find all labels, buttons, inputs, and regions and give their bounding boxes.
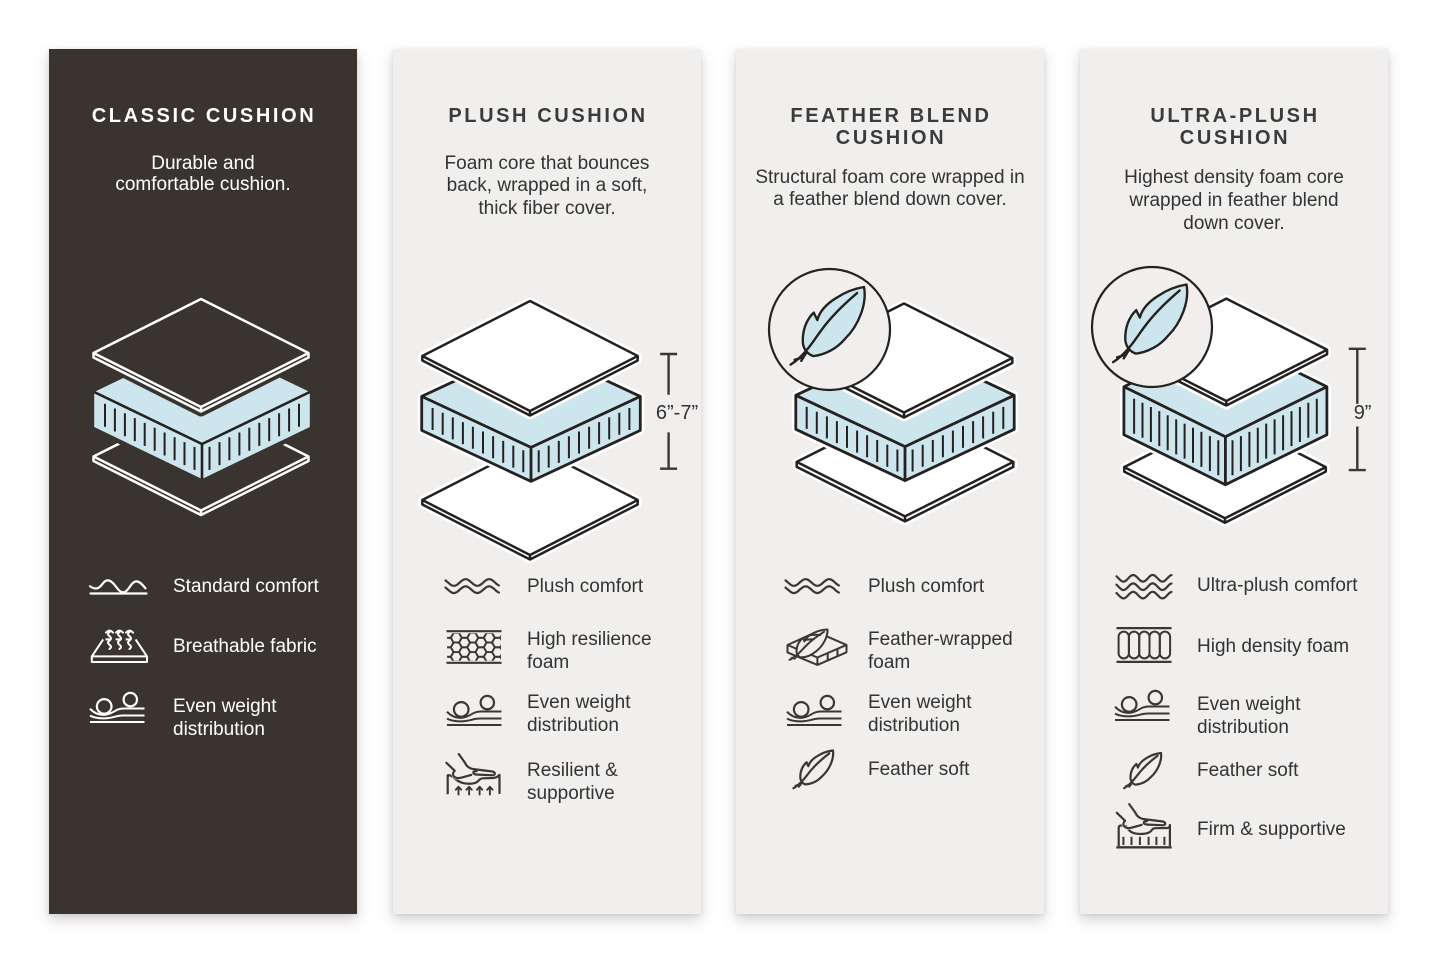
svg-text:6”-7”: 6”-7” — [656, 402, 698, 424]
svg-text:9”: 9” — [1354, 402, 1372, 424]
